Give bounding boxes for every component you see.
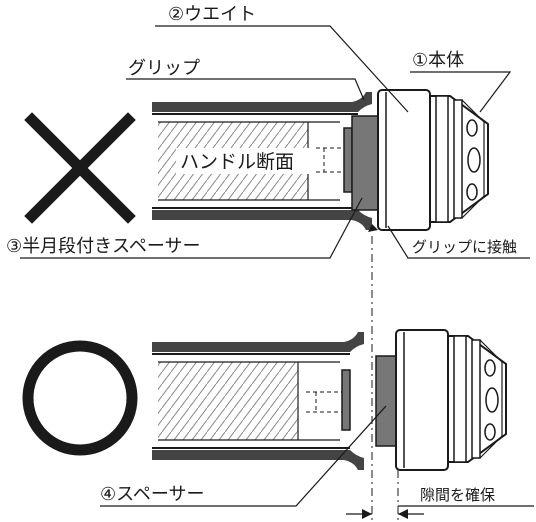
ensure-gap-label: 隙間を確保: [420, 486, 495, 504]
grip-label: グリップ: [128, 58, 200, 79]
correct-mark-icon: [22, 340, 138, 456]
wrong-mark-icon: [24, 112, 136, 224]
correct-assembly: ④スペーサー 隙間を確保: [22, 329, 534, 520]
handle-tube-bottom: [152, 332, 364, 470]
weight-part: [377, 89, 431, 231]
spacer-label: ④スペーサー: [100, 484, 205, 505]
handle-section-label: ハンドル断面: [180, 151, 294, 173]
weight-part-bottom: [395, 329, 449, 471]
body-label: ①本体: [412, 50, 464, 71]
wrong-assembly: ハンドル断面: [6, 4, 530, 259]
half-moon-spacer-label: ③半月段付きスペーサー: [6, 236, 201, 257]
bar-end-body-part-bottom: [447, 335, 507, 463]
bar-end-body-part: [429, 95, 489, 223]
grip-contact-label: グリップに接触: [412, 238, 517, 256]
flat-spacer-part: [341, 355, 397, 447]
weight-label: ②ウエイト: [168, 4, 256, 25]
spacer-leader: [100, 405, 387, 507]
half-moon-spacer-part: [343, 115, 379, 211]
leader-lines-top: [20, 25, 530, 259]
gap-indicator: [346, 505, 534, 519]
